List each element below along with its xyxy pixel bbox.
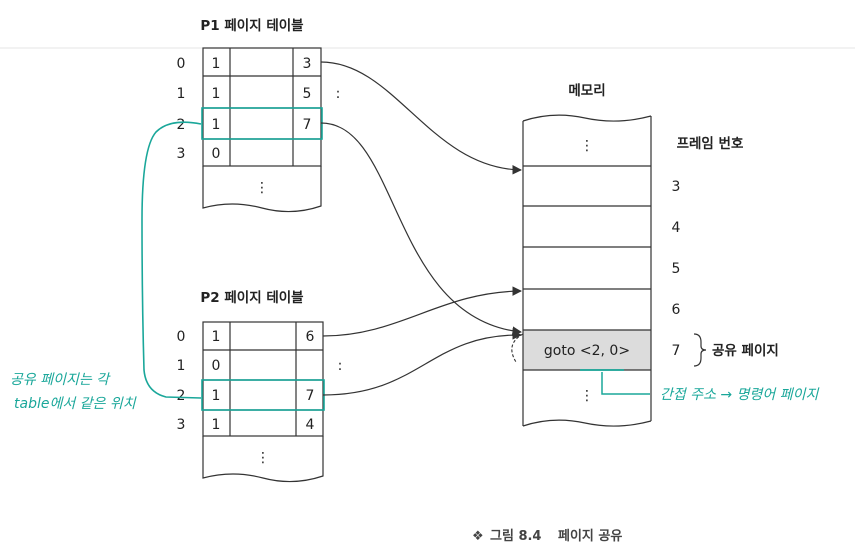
p1-page-table: P1 페이지 테이블 0 1 2 3 1 1 1 0 3 5 7 ⋮ : xyxy=(177,17,341,213)
memory-top-dots: ⋮ xyxy=(580,138,594,154)
p1-valid-bit: 1 xyxy=(212,86,221,102)
note-shared-page-line2: table에서 같은 위치 xyxy=(14,396,137,412)
p2-row-index: 1 xyxy=(177,358,186,374)
caption-label: 그림 8.4 xyxy=(490,529,541,544)
memory-bottom-dots: ⋮ xyxy=(580,388,594,404)
p2-frame-number: 6 xyxy=(306,329,315,345)
p1-side-dots: : xyxy=(336,86,341,102)
frame-number-header: 프레임 번호 xyxy=(677,136,744,152)
p1-valid-bit: 1 xyxy=(212,117,221,133)
p1-frame-number: 7 xyxy=(303,117,312,133)
frame-number-label: 5 xyxy=(672,261,681,277)
memory-title: 메모리 xyxy=(568,83,605,99)
p2-row-index: 3 xyxy=(177,417,186,433)
frame-number-label: 7 xyxy=(672,343,681,359)
p2-valid-bit: 0 xyxy=(212,358,221,374)
p1-frame-number: 5 xyxy=(303,86,312,102)
p2-table-title: P2 페이지 테이블 xyxy=(200,289,303,306)
indirect-address-pointer xyxy=(601,372,650,395)
p1-continuation-dots: ⋮ xyxy=(255,180,269,196)
shared-page-label: 공유 페이지 xyxy=(712,342,779,359)
p2-valid-bit: 1 xyxy=(212,329,221,345)
p1-row-index: 2 xyxy=(177,117,186,133)
arrow-p1-page2-to-frame7 xyxy=(320,122,522,336)
frame-number-label: 4 xyxy=(672,220,681,236)
frame-number-label: 3 xyxy=(672,179,681,195)
physical-memory: 메모리 프레임 번호 ⋮ ⋮ 3 4 5 6 7 goto <2, 0> 공유 … xyxy=(511,83,779,427)
shared-page-instruction: goto <2, 0> xyxy=(544,343,630,359)
self-reference-arc xyxy=(511,333,524,363)
caption-text: 페이지 공유 xyxy=(558,528,622,544)
frame-number-label: 6 xyxy=(672,302,681,318)
figure-caption: ❖ 그림 8.4 페이지 공유 xyxy=(472,528,622,544)
note-shared-page-line1: 공유 페이지는 각 xyxy=(10,372,111,388)
shared-frame-fill xyxy=(523,330,651,370)
mapping-arrows xyxy=(320,61,522,396)
p1-row-index: 1 xyxy=(177,86,186,102)
arrow-p1-page0-to-frame3 xyxy=(320,61,522,175)
handwritten-notes: 공유 페이지는 각 table에서 같은 위치 간접 주소 → 명령어 페이지 xyxy=(10,121,819,412)
shared-row-connector xyxy=(141,121,202,399)
p2-page-table: P2 페이지 테이블 0 1 2 3 1 0 1 1 6 7 4 ⋮ : xyxy=(177,289,343,483)
p2-row-index: 0 xyxy=(177,329,186,345)
arrow-p2-page2-to-frame7 xyxy=(322,330,522,396)
p2-row-index: 2 xyxy=(177,388,186,404)
p1-row-index: 3 xyxy=(177,146,186,162)
p2-valid-bit: 1 xyxy=(212,388,221,404)
p1-frame-number: 3 xyxy=(303,56,312,72)
shared-page-brace xyxy=(693,333,707,367)
p2-continuation-dots: ⋮ xyxy=(256,450,270,466)
caption-marker: ❖ xyxy=(472,529,484,544)
note-indirect-address: 간접 주소 → 명령어 페이지 xyxy=(660,387,819,403)
p2-frame-number: 4 xyxy=(306,417,315,433)
p2-frame-number: 7 xyxy=(306,388,315,404)
arrow-p2-page0-to-frame6 xyxy=(322,286,522,337)
p1-row-index: 0 xyxy=(177,56,186,72)
p2-valid-bit: 1 xyxy=(212,417,221,433)
p1-table-title: P1 페이지 테이블 xyxy=(200,17,303,34)
p2-side-dots: : xyxy=(338,358,343,374)
p1-valid-bit: 1 xyxy=(212,56,221,72)
p1-valid-bit: 0 xyxy=(212,146,221,162)
